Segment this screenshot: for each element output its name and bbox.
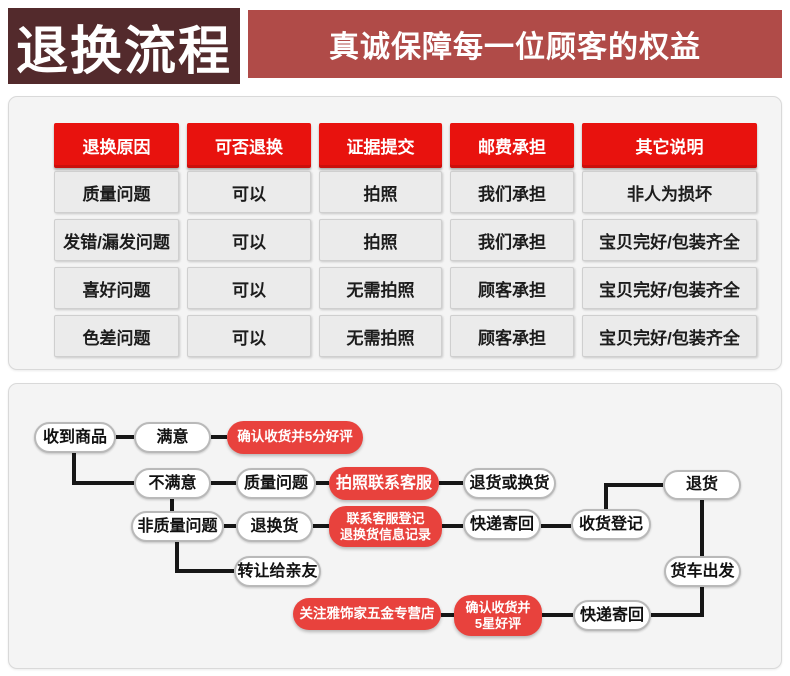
table-header-cell-0: 退换原因 (54, 123, 179, 168)
policy-table-card: 退换原因可否退换证据提交邮费承担其它说明质量问题可以拍照我们承担非人为损坏发错/… (8, 96, 782, 370)
table-cell-r1-c4: 宝贝完好/包装齐全 (582, 219, 757, 261)
flow-connector (170, 499, 174, 512)
header-banner: 真诚保障每一位顾客的权益 (248, 10, 782, 78)
table-cell-r1-c3: 我们承担 (450, 219, 574, 261)
flow-node-transfer-friends: 转让给亲友 (234, 556, 321, 587)
table-cell-r3-c4: 宝贝完好/包装齐全 (582, 315, 757, 357)
flow-node-satisfied: 满意 (134, 422, 211, 453)
table-cell-r2-c1: 可以 (187, 267, 311, 309)
flow-node-non-quality-issue: 非质量问题 (131, 511, 224, 542)
table-cell-r0-c0: 质量问题 (54, 171, 179, 213)
flow-connector (72, 481, 134, 485)
table-header-cell-1: 可否退换 (187, 123, 311, 168)
flow-node-confirm-5-star: 确认收货并 5星好评 (454, 595, 542, 636)
flow-node-unsatisfied: 不满意 (134, 468, 211, 499)
header-banner-text: 真诚保障每一位顾客的权益 (329, 31, 701, 64)
flow-connector (116, 435, 134, 439)
flow-connector (441, 613, 454, 617)
table-cell-r0-c1: 可以 (187, 171, 311, 213)
flow-connector (211, 435, 227, 439)
table-cell-r1-c1: 可以 (187, 219, 311, 261)
flow-connector (175, 542, 179, 573)
policy-table: 退换原因可否退换证据提交邮费承担其它说明质量问题可以拍照我们承担非人为损坏发错/… (54, 123, 757, 357)
flow-connector (316, 481, 329, 485)
table-cell-r2-c3: 顾客承担 (450, 267, 574, 309)
flow-connector (542, 613, 573, 617)
table-cell-r1-c2: 拍照 (319, 219, 442, 261)
flow-node-truck-depart: 货车出发 (664, 556, 741, 587)
flow-node-confirm-5-rating: 确认收货并5分好评 (227, 421, 363, 454)
table-cell-r3-c1: 可以 (187, 315, 311, 357)
flow-connector (72, 453, 76, 485)
flow-connector (541, 524, 571, 528)
table-header-cell-4: 其它说明 (582, 123, 757, 168)
flow-connector (224, 524, 236, 528)
flow-node-receive-goods: 收到商品 (34, 422, 116, 453)
page-title-text: 退换流程 (15, 23, 232, 81)
table-cell-r2-c4: 宝贝完好/包装齐全 (582, 267, 757, 309)
flow-node-ship-back-2: 快递寄回 (573, 600, 651, 631)
table-cell-r2-c0: 喜好问题 (54, 267, 179, 309)
flow-node-follow-store: 关注雅饰家五金专营店 (293, 598, 441, 630)
flow-connector (700, 587, 704, 617)
table-header-cell-3: 邮费承担 (450, 123, 574, 168)
page-title: 退换流程 (8, 8, 240, 84)
return-exchange-flowchart: 收到商品满意确认收货并5分好评不满意质量问题拍照联系客服退货或换货 退货非质量问题… (9, 384, 779, 666)
table-cell-r0-c2: 拍照 (319, 171, 442, 213)
table-header-cell-2: 证据提交 (319, 123, 442, 168)
flow-connector (604, 483, 663, 487)
table-cell-r2-c2: 无需拍照 (319, 267, 442, 309)
flowchart-card: 收到商品满意确认收货并5分好评不满意质量问题拍照联系客服退货或换货 退货非质量问题… (8, 383, 782, 669)
flow-connector (439, 481, 463, 485)
flow-connector (442, 524, 463, 528)
flow-node-photo-contact-cs: 拍照联系客服 (329, 467, 439, 500)
flow-node-receipt-register: 收货登记 (571, 509, 651, 540)
flow-connector (313, 524, 329, 528)
table-cell-r3-c3: 顾客承担 (450, 315, 574, 357)
flow-node-ship-back-1: 快递寄回 (463, 509, 541, 540)
flow-connector (211, 481, 236, 485)
flow-connector (651, 613, 704, 617)
flow-node-contact-cs-register: 联系客服登记 退换货信息记录 (329, 506, 442, 547)
table-cell-r3-c2: 无需拍照 (319, 315, 442, 357)
flow-connector (175, 569, 234, 573)
flow-node-quality-issue: 质量问题 (236, 468, 316, 499)
flow-node-return-goods: 退货 (663, 470, 741, 500)
table-cell-r0-c4: 非人为损坏 (582, 171, 757, 213)
flow-node-return-or-exchange: 退货或换货 (463, 468, 556, 499)
flow-connector (700, 500, 704, 556)
table-cell-r1-c0: 发错/漏发问题 (54, 219, 179, 261)
flow-connector (604, 483, 608, 509)
table-cell-r3-c0: 色差问题 (54, 315, 179, 357)
flow-node-exchange: 退换货 (236, 511, 313, 542)
table-cell-r0-c3: 我们承担 (450, 171, 574, 213)
